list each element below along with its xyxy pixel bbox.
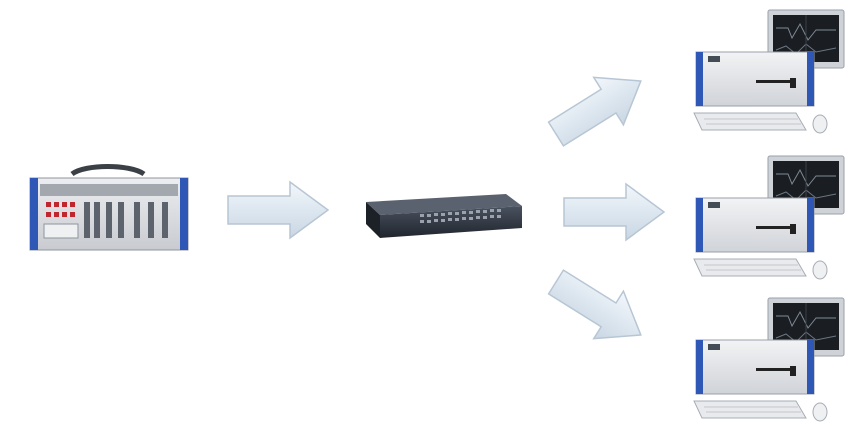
arrow-switch-to-client-1: [541, 57, 655, 157]
arrow-source-to-switch: [228, 182, 328, 238]
arrow-switch-to-client-2: [564, 184, 664, 240]
workstation-icon: [694, 156, 844, 279]
network-switch-icon: [366, 194, 522, 238]
arrow-switch-to-client-3: [541, 258, 655, 358]
workstation-icon: [694, 298, 844, 421]
workstation-icon: [694, 10, 844, 133]
measurement-chassis-icon: [30, 167, 188, 251]
